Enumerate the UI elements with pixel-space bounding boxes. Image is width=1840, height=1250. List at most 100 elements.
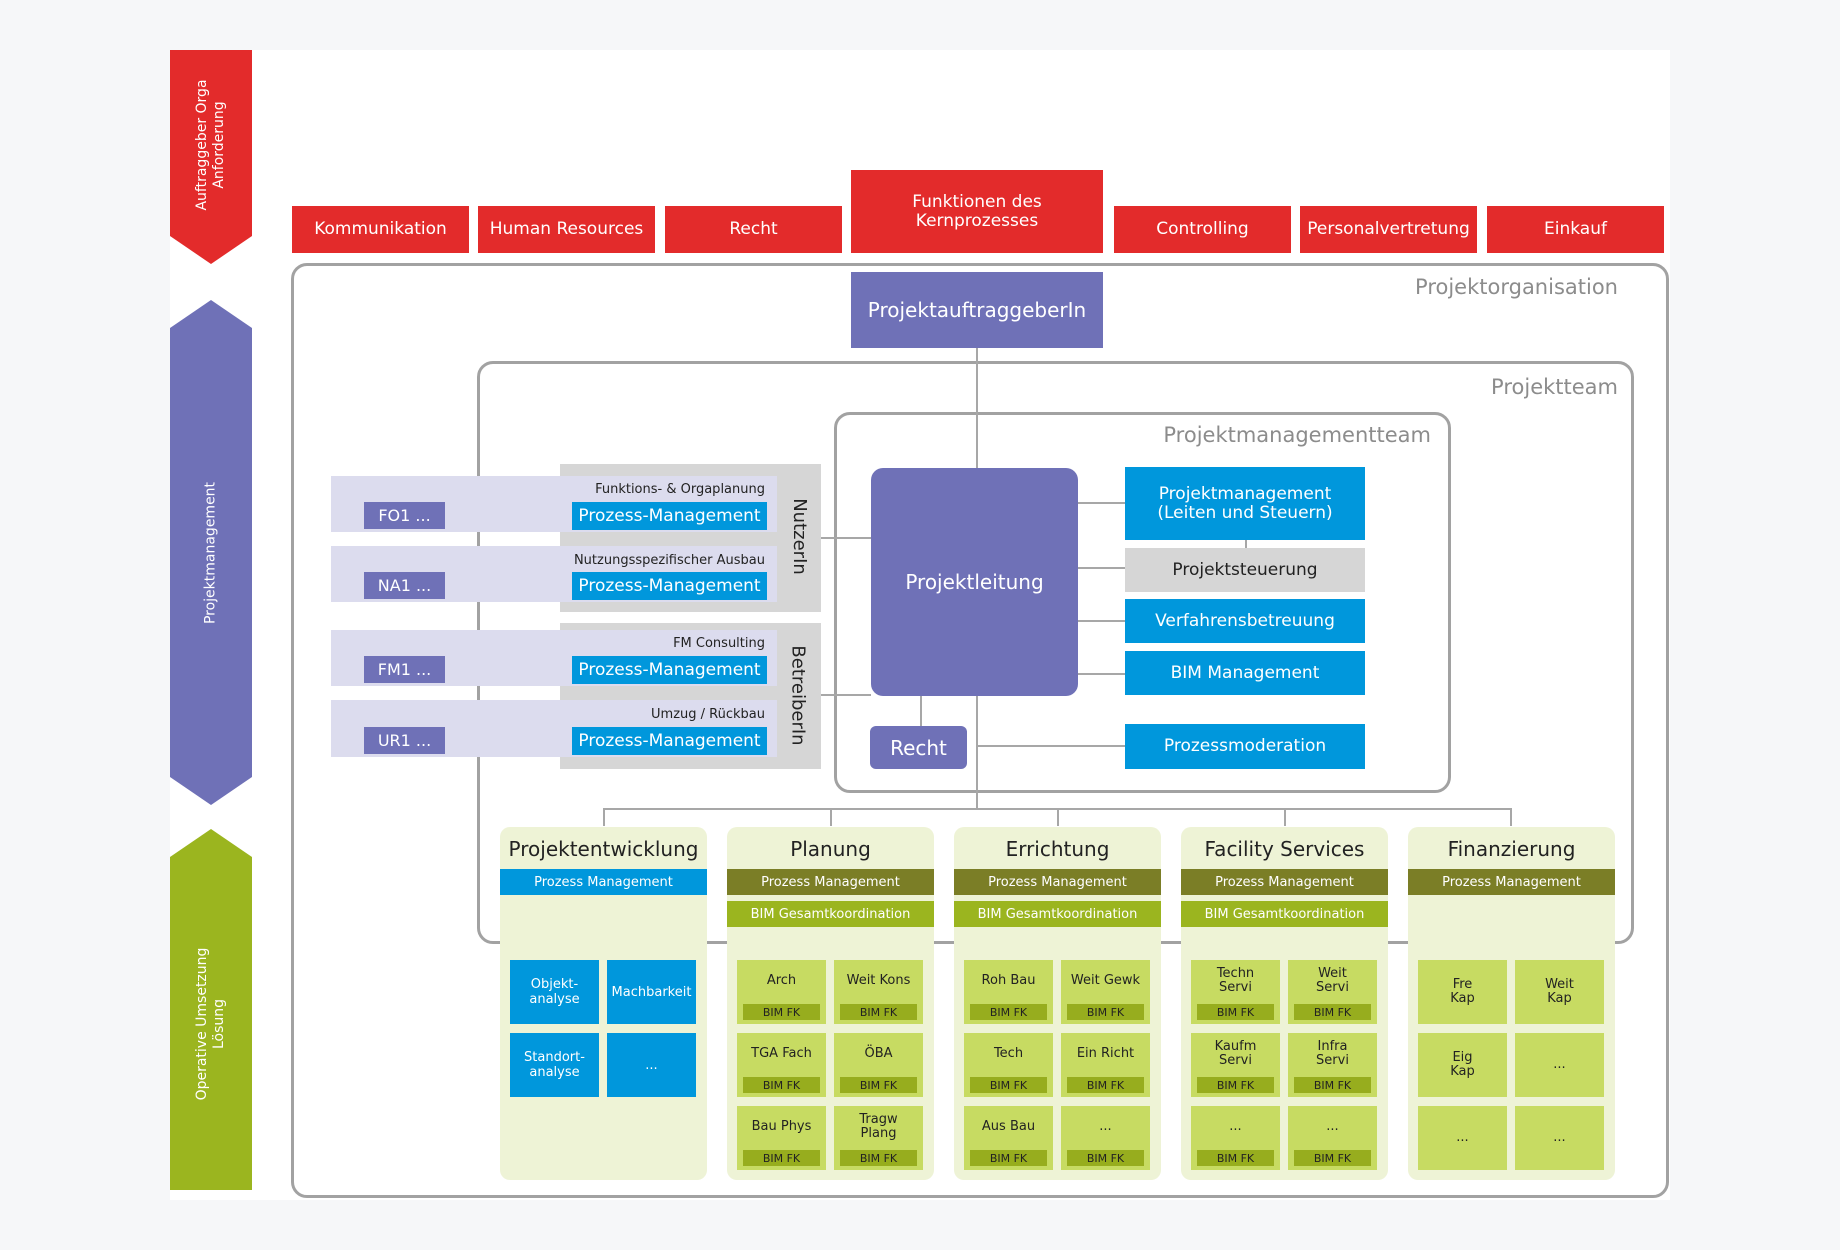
column-cell: Weit Kap — [1515, 960, 1604, 1024]
frame-projektmanagementteam — [834, 412, 1451, 793]
function-personalvertretung: Personalvertretung — [1300, 206, 1477, 253]
column-process-bar: Prozess Management — [1408, 869, 1615, 895]
column-title: Facility Services — [1204, 837, 1365, 861]
function-human-resources: Human Resources — [478, 206, 655, 253]
pm-service-projektsteuerung: Projektsteuerung — [1125, 548, 1365, 592]
column-cell-bim-fk: BIM FK — [743, 1004, 820, 1020]
column-cell: ...BIM FK — [1061, 1106, 1150, 1170]
column-cell-bim-fk: BIM FK — [1067, 1077, 1144, 1093]
column-cell-label: Weit Kap — [1545, 977, 1574, 1006]
function-controlling: Controlling — [1114, 206, 1291, 253]
recht-box: Recht — [870, 726, 967, 769]
column-cell-label: ... — [1229, 1119, 1242, 1134]
column-cell-label: Tech — [993, 1046, 1024, 1061]
group-betreiberin-label-wrap: BetreiberIn — [750, 645, 846, 745]
connector-pm-4 — [1078, 673, 1125, 675]
column-cell-bim-fk: BIM FK — [1294, 1150, 1371, 1166]
column-cell-bim-fk: BIM FK — [743, 1150, 820, 1166]
column-cell: Eig Kap — [1418, 1033, 1507, 1097]
side-band-auftraggeber — [170, 50, 252, 264]
connector-col-1 — [603, 808, 605, 826]
connector-pm-2 — [1078, 567, 1125, 569]
projektleitung-box: Projektleitung — [871, 468, 1078, 696]
column-title: Finanzierung — [1447, 837, 1576, 861]
column-cell: Objekt- analyse — [510, 960, 599, 1024]
column-title: Errichtung — [1005, 837, 1110, 861]
column-cell-label: Fre Kap — [1450, 977, 1475, 1006]
group-nutzerin-label-wrap: NutzerIn — [766, 498, 832, 575]
column-title: Projektentwicklung — [508, 837, 699, 861]
connector-col-5 — [1510, 808, 1512, 826]
pm-service-verfahrensbetreuung: Verfahrensbetreuung — [1125, 599, 1365, 643]
connector-col-2 — [830, 808, 832, 826]
connector-col-4 — [1284, 808, 1286, 826]
frame-projektorganisation-title: Projektorganisation — [1415, 275, 1618, 299]
column-cell: ... — [607, 1033, 696, 1097]
column-cell-bim-fk: BIM FK — [840, 1150, 917, 1166]
column-bim-bar: BIM Gesamtkoordination — [954, 901, 1161, 927]
tag-ur1: UR1 ... — [364, 727, 445, 754]
column-cell-label: ÖBA — [864, 1046, 893, 1061]
pm-service-bim-management: BIM Management — [1125, 651, 1365, 695]
column-cell-bim-fk: BIM FK — [970, 1004, 1047, 1020]
connector-betreiberin — [821, 694, 871, 696]
column-process-bar: Prozess Management — [727, 869, 934, 895]
function-einkauf: Einkauf — [1487, 206, 1664, 253]
title-funktions-orgaplanung: Funktions- & Orgaplanung — [595, 482, 765, 497]
column-cell-label: ... — [1456, 1130, 1469, 1145]
column-cell: Machbarkeit — [607, 960, 696, 1024]
column-cell-label: Eig Kap — [1450, 1050, 1475, 1079]
column-cell: ...BIM FK — [1191, 1106, 1280, 1170]
projektauftraggeberin-box: ProjektauftraggeberIn — [851, 272, 1103, 348]
column-cell-label: Weit Servi — [1316, 966, 1349, 995]
column-bim-bar: BIM Gesamtkoordination — [1181, 901, 1388, 927]
side-band-auftraggeber-label-wrap: Auftraggeber Orga Anforderung — [170, 50, 252, 240]
column-cell-label: ... — [1326, 1119, 1339, 1134]
column-cell-label: Techn Servi — [1216, 966, 1255, 995]
connector-auftraggeber-leitung — [976, 348, 978, 468]
title-fm-consulting: FM Consulting — [673, 636, 765, 651]
side-band-projektmanagement — [170, 300, 252, 805]
tag-fo1: FO1 ... — [364, 502, 445, 529]
column-cell-label: ... — [1553, 1057, 1566, 1072]
column-cell-bim-fk: BIM FK — [1197, 1004, 1274, 1020]
pm-service-projektmanagement: Projektmanagement (Leiten und Steuern) — [1125, 467, 1365, 540]
pm-bar-fm1: Prozess-Management — [572, 656, 767, 684]
connector-col-3 — [1057, 808, 1059, 826]
column-cell-bim-fk: BIM FK — [743, 1077, 820, 1093]
column-process-bar: Prozess Management — [1181, 869, 1388, 895]
group-nutzerin-label: NutzerIn — [788, 497, 810, 575]
frame-projektmanagementteam-title: Projektmanagementteam — [1163, 423, 1431, 447]
column-cell-label: Infra Servi — [1316, 1039, 1349, 1068]
column-cell: ÖBA BIM FK — [834, 1033, 923, 1097]
pm-bar-fo1: Prozess-Management — [572, 502, 767, 530]
connector-leitung-recht — [920, 694, 922, 726]
column-cell-label: Bau Phys — [751, 1119, 812, 1134]
column-cell-bim-fk: BIM FK — [1197, 1077, 1274, 1093]
group-betreiberin-label: BetreiberIn — [787, 644, 809, 746]
column-cell-bim-fk: BIM FK — [840, 1077, 917, 1093]
side-band-projektmanagement-label: Projektmanagement — [202, 481, 219, 624]
function-recht: Recht — [665, 206, 842, 253]
function-kommunikation: Kommunikation — [292, 206, 469, 253]
column-cell-label: Arch — [766, 973, 797, 988]
column-cell-label: Weit Kons — [846, 973, 911, 988]
column-process-bar: Prozess Management — [954, 869, 1161, 895]
side-band-operative — [170, 829, 252, 1190]
pm-bar-ur1: Prozess-Management — [572, 727, 767, 755]
column-cell-bim-fk: BIM FK — [840, 1004, 917, 1020]
column-title: Planung — [790, 837, 871, 861]
side-band-operative-label-wrap: Operative Umsetzung Lösung — [170, 857, 252, 1190]
connector-pm-1 — [1078, 502, 1125, 504]
frame-projektteam-title: Projektteam — [1491, 375, 1618, 399]
connector-pm-5 — [978, 745, 1125, 747]
